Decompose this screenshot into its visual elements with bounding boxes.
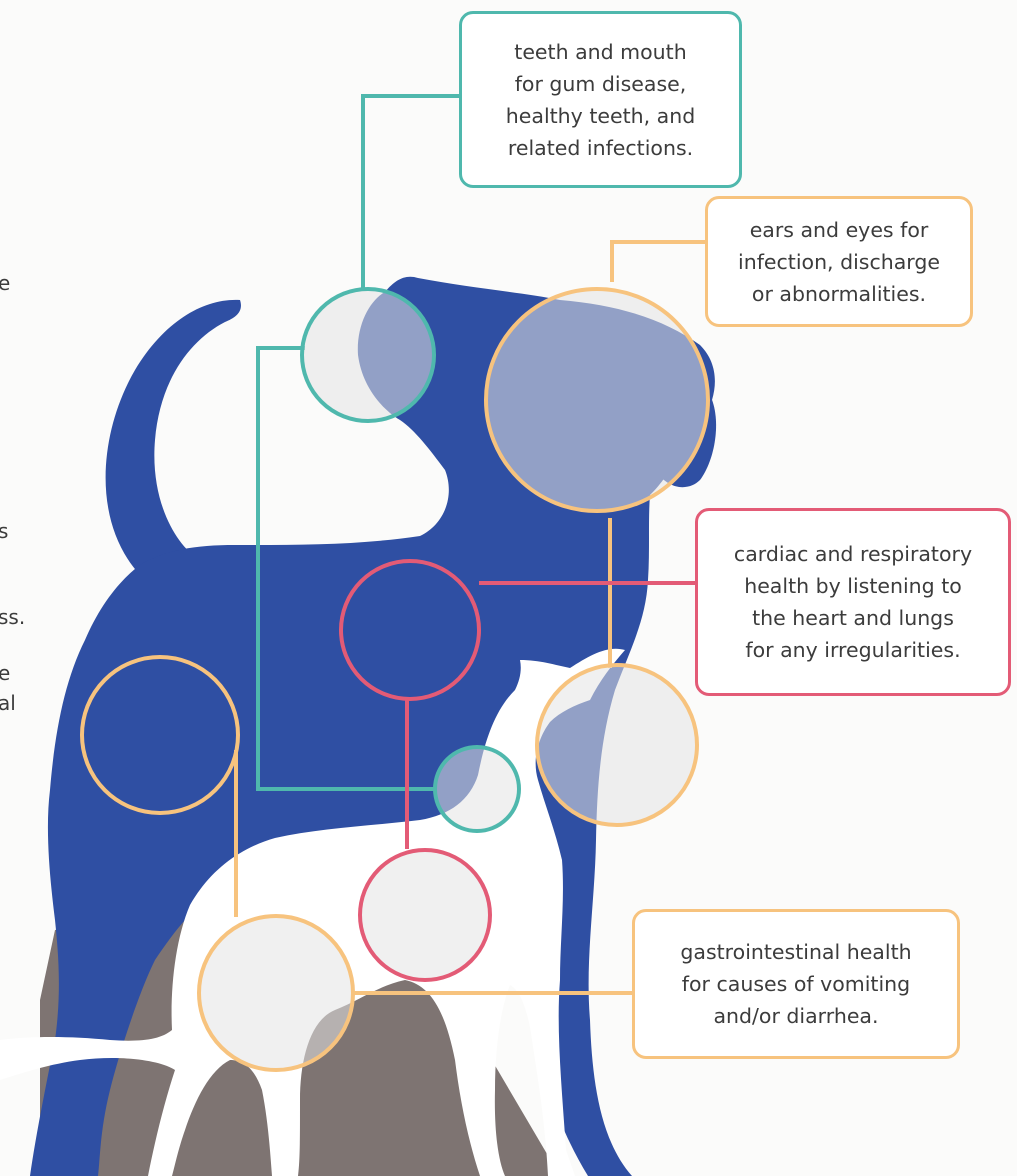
label-cardiac-text: cardiac and respiratory health by listen… (734, 538, 972, 666)
cropped-text-2: s (0, 519, 8, 543)
label-gi-text: gastrointestinal health for causes of vo… (680, 936, 911, 1032)
label-ears-eyes: ears and eyes for infection, discharge o… (705, 196, 973, 327)
cropped-text-4: e (0, 661, 10, 685)
cropped-text-1: e (0, 271, 10, 295)
dog-tail (106, 300, 241, 575)
teal-connector-top (363, 96, 459, 288)
orange-connector-ears (612, 242, 705, 282)
label-ears-text: ears and eyes for infection, discharge o… (738, 214, 940, 310)
label-cardiac-respiratory: cardiac and respiratory health by listen… (695, 508, 1011, 696)
label-teeth-mouth: teeth and mouth for gum disease, healthy… (459, 11, 742, 188)
cropped-text-3: ss. (0, 605, 25, 629)
cropped-text-5: al (0, 691, 16, 715)
label-gastrointestinal: gastrointestinal health for causes of vo… (632, 909, 960, 1059)
label-teeth-text: teeth and mouth for gum disease, healthy… (506, 36, 695, 164)
